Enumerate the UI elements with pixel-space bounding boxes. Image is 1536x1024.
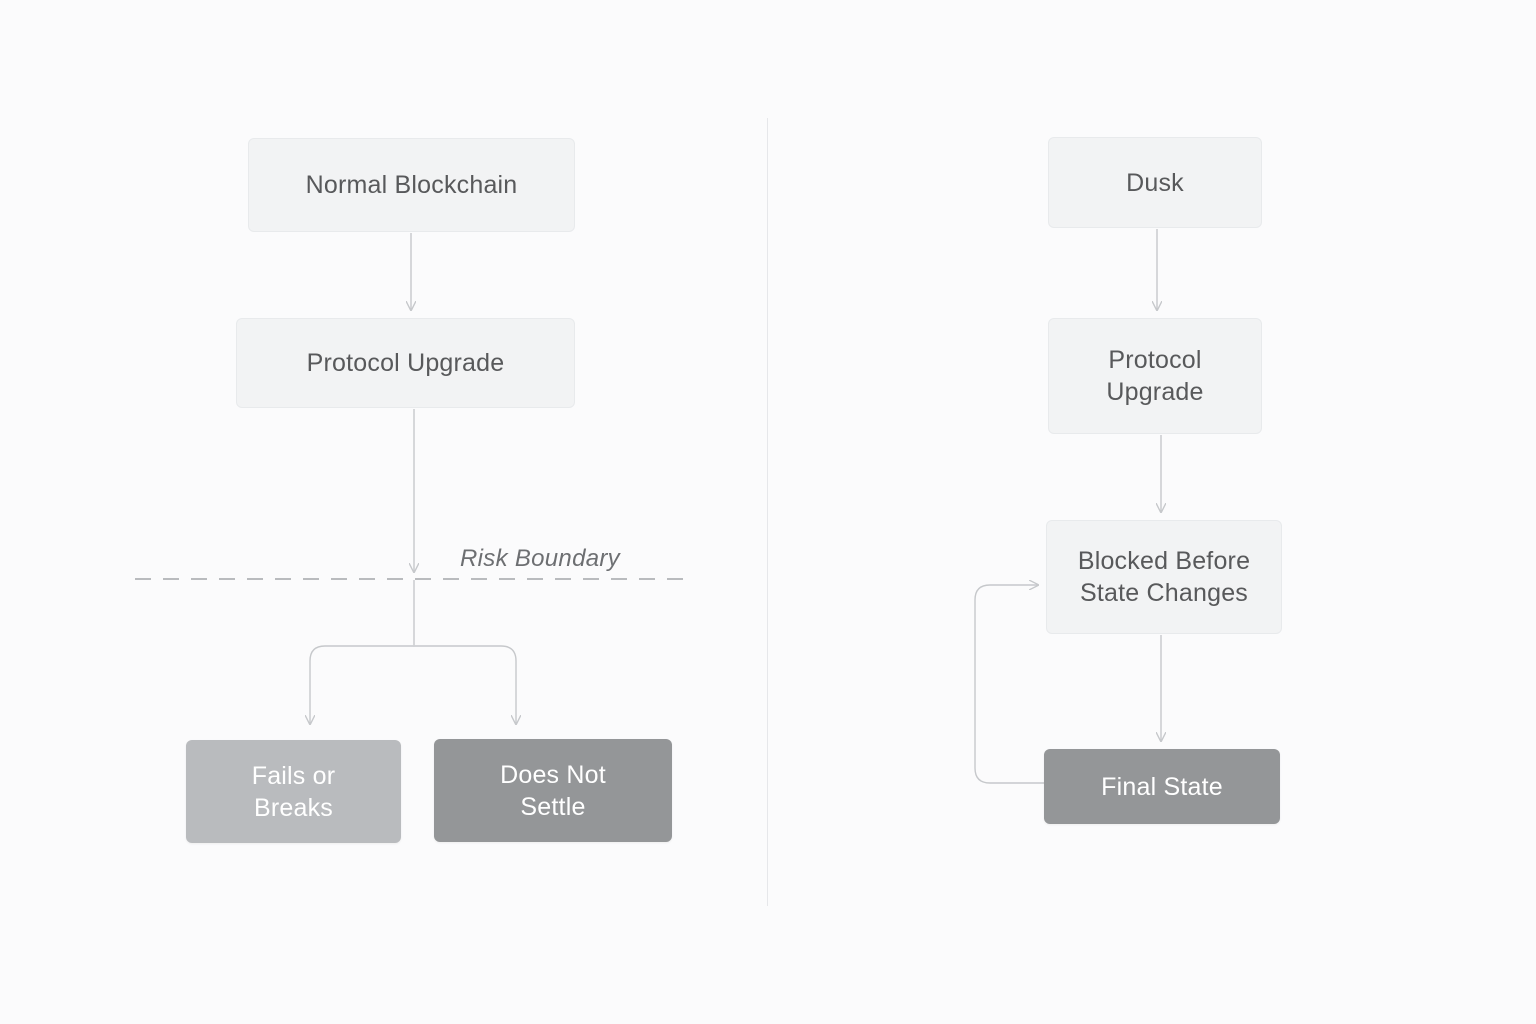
node-final-state[interactable]: Final State [1044, 749, 1280, 824]
node-blocked-before-state-changes[interactable]: Blocked Before State Changes [1046, 520, 1282, 634]
panel-divider [767, 118, 768, 906]
edge-boundary-to-settle [413, 645, 516, 724]
node-dusk[interactable]: Dusk [1048, 137, 1262, 228]
edge-boundary-to-fails [310, 645, 415, 724]
risk-boundary-label: Risk Boundary [460, 545, 620, 572]
edge-final-loopback-to-blocked [974, 585, 1045, 784]
node-protocol-upgrade-left[interactable]: Protocol Upgrade [236, 318, 575, 408]
node-protocol-upgrade-right[interactable]: Protocol Upgrade [1048, 318, 1262, 434]
node-does-not-settle[interactable]: Does Not Settle [434, 739, 672, 842]
node-normal-blockchain[interactable]: Normal Blockchain [248, 138, 575, 232]
node-fails-or-breaks[interactable]: Fails or Breaks [186, 740, 401, 843]
